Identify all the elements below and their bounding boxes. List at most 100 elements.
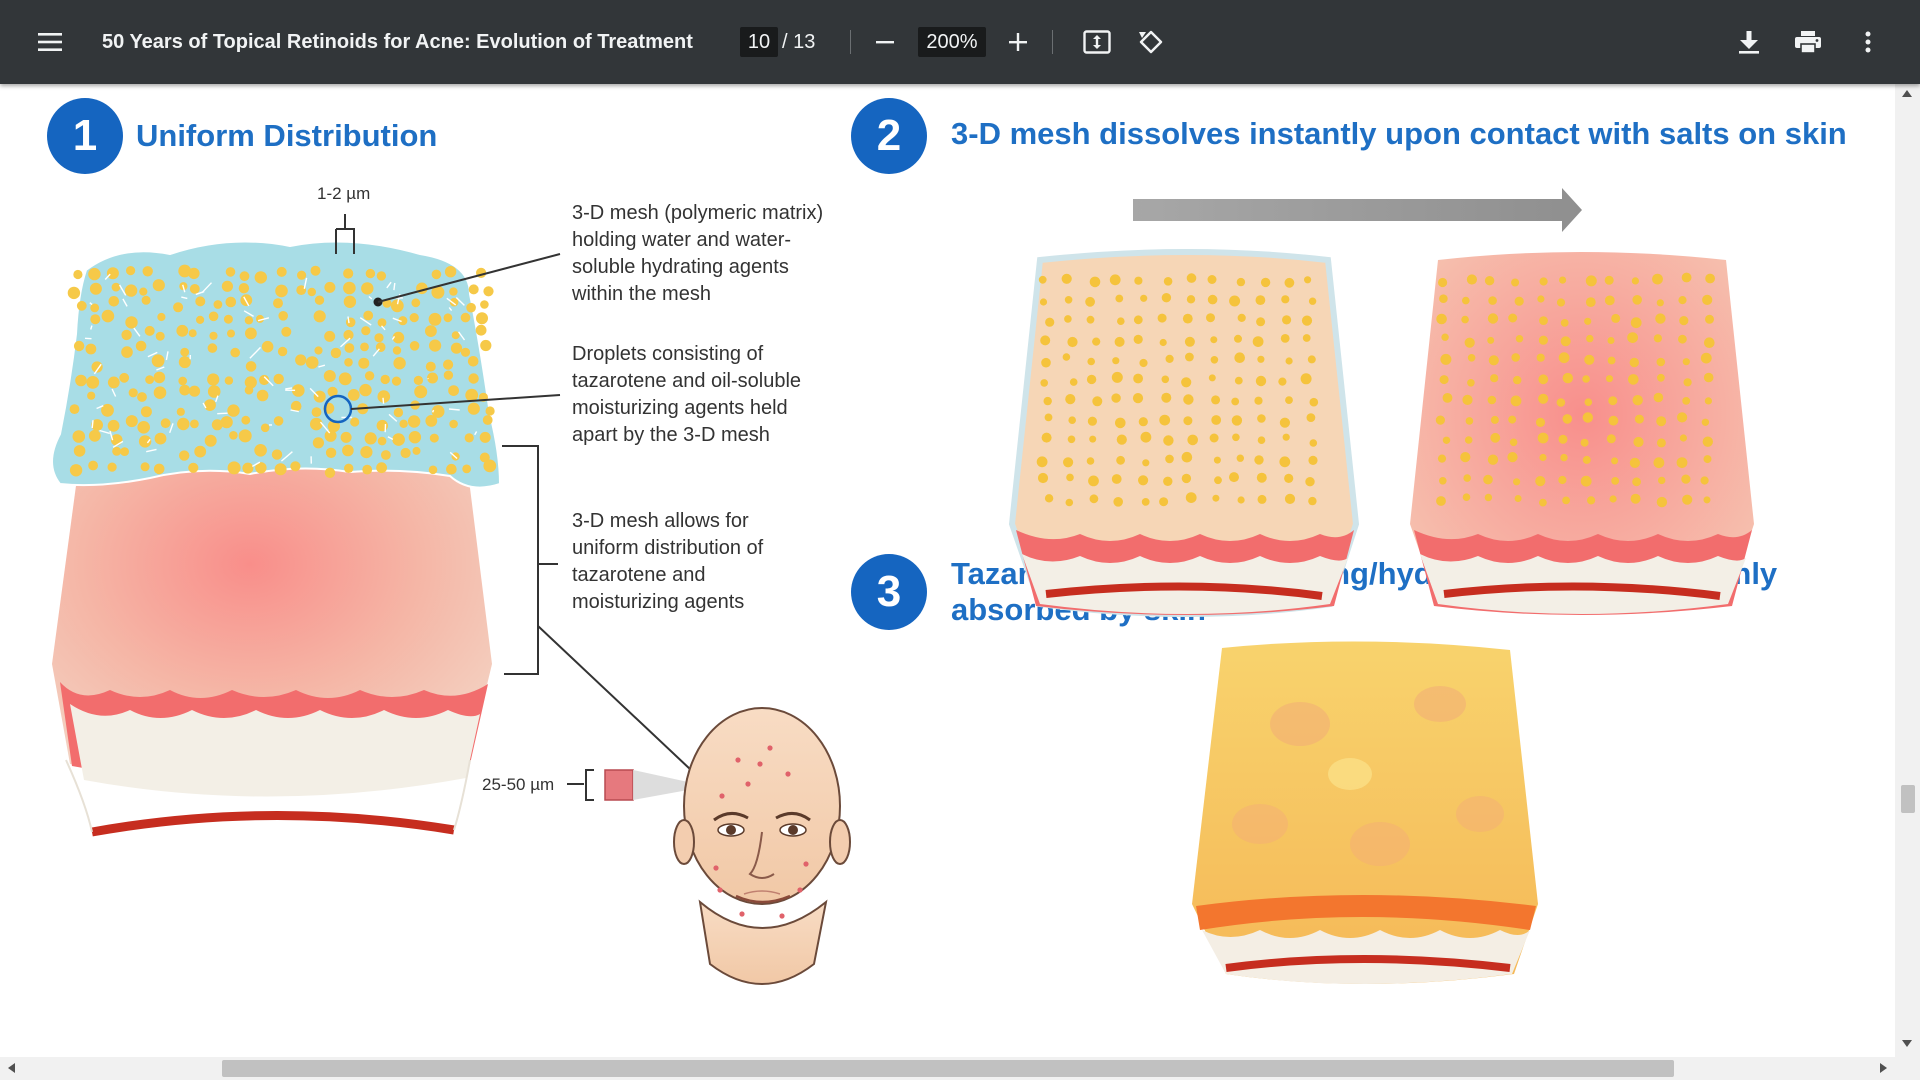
mesh-droplet <box>177 417 190 431</box>
mesh-droplet <box>119 372 130 383</box>
mesh-droplet <box>90 303 100 313</box>
more-options-button[interactable] <box>1844 18 1892 66</box>
mesh-droplet <box>223 314 233 324</box>
mesh-droplet <box>140 462 150 472</box>
droplet <box>1062 353 1071 361</box>
droplet <box>1065 394 1076 405</box>
mesh-droplet <box>398 316 408 326</box>
droplet <box>1538 335 1548 345</box>
mesh-droplet <box>429 433 439 443</box>
droplet <box>1109 274 1121 286</box>
mesh-strand <box>392 317 402 323</box>
skin-edge <box>65 759 471 833</box>
download-button[interactable] <box>1725 18 1773 66</box>
droplet <box>1209 433 1219 443</box>
zoom-out-button[interactable] <box>861 18 909 66</box>
mesh-strand <box>263 376 274 387</box>
print-button[interactable] <box>1784 18 1832 66</box>
droplet <box>1211 415 1222 425</box>
mesh-droplet <box>101 403 114 417</box>
distribution-bracket <box>502 445 558 675</box>
mesh-droplet <box>342 444 354 457</box>
droplet <box>1163 476 1173 486</box>
mesh-description-line: soluble hydrating agents <box>572 256 789 278</box>
mesh-droplet <box>91 361 103 373</box>
acne-spot <box>767 745 773 751</box>
mesh-droplet <box>125 415 138 428</box>
scroll-up-arrow-icon[interactable] <box>1902 90 1912 97</box>
droplet <box>1089 276 1101 288</box>
mesh-strand <box>257 317 270 322</box>
mesh-droplet <box>362 464 373 475</box>
droplet <box>1181 377 1192 388</box>
mesh-droplet <box>271 449 283 460</box>
mesh-droplet <box>188 329 197 338</box>
mesh-strand <box>280 451 293 462</box>
menu-button[interactable] <box>26 18 74 66</box>
mesh-strand <box>91 420 94 429</box>
mesh-droplet <box>204 434 217 447</box>
droplet <box>1609 495 1617 503</box>
rotate-button[interactable] <box>1127 18 1175 66</box>
document-title: 50 Years of Topical Retinoids for Acne: … <box>102 31 693 53</box>
mesh-droplet <box>480 339 492 352</box>
vertical-scroll-thumb[interactable] <box>1901 785 1915 813</box>
mesh-droplet <box>314 346 323 355</box>
mesh-droplet <box>358 357 370 369</box>
droplet <box>1309 397 1319 407</box>
droplet <box>1703 496 1711 504</box>
droplet <box>1284 277 1295 288</box>
droplet <box>1704 397 1712 405</box>
droplet <box>1653 334 1662 343</box>
mesh-droplet <box>72 430 86 443</box>
zoom-level-input[interactable]: 200% <box>918 27 986 57</box>
mesh-strand <box>182 284 186 293</box>
mesh-droplet <box>460 312 471 323</box>
mesh-droplet <box>324 281 336 293</box>
droplet <box>1513 478 1521 486</box>
mesh-description-line: holding water and water- <box>572 229 792 251</box>
mesh-droplet <box>468 373 479 384</box>
scroll-down-arrow-icon[interactable] <box>1902 1040 1912 1047</box>
scroll-right-arrow-icon[interactable] <box>1880 1063 1887 1073</box>
droplet <box>1702 294 1713 305</box>
document-viewport[interactable]: 1 Uniform Distribution 2 3-D mesh dissol… <box>0 84 1895 1057</box>
mesh-strand <box>251 461 261 468</box>
droplet <box>1683 378 1692 387</box>
mesh-droplet <box>365 268 376 279</box>
droplet <box>1285 357 1293 365</box>
fit-to-page-button[interactable] <box>1073 18 1121 66</box>
droplet <box>1116 434 1127 445</box>
mesh-droplet <box>460 347 471 357</box>
droplet <box>1069 378 1078 386</box>
droplet <box>1279 456 1291 468</box>
droplet <box>1036 456 1048 468</box>
skin-lower-layer <box>1443 582 1721 600</box>
mesh-droplet <box>276 266 287 277</box>
mesh-droplet <box>467 402 480 415</box>
mesh-strand <box>156 366 165 371</box>
droplet <box>1439 375 1449 385</box>
droplet <box>1513 375 1522 385</box>
droplet <box>1138 475 1149 486</box>
horizontal-scroll-thumb[interactable] <box>222 1060 1674 1077</box>
droplet <box>1308 297 1317 305</box>
zoom-in-button[interactable] <box>994 18 1042 66</box>
droplet <box>1582 375 1590 383</box>
mesh-droplet <box>343 268 354 279</box>
scroll-left-arrow-icon[interactable] <box>8 1063 15 1073</box>
skin-block-2b <box>1410 252 1754 615</box>
droplet <box>1511 278 1520 287</box>
mesh-droplet <box>324 429 337 442</box>
mesh-droplet <box>313 310 326 323</box>
mesh-droplet <box>227 329 235 338</box>
mesh-strand <box>217 412 228 415</box>
droplet <box>1232 433 1240 442</box>
droplet <box>1043 396 1052 406</box>
page-number-input[interactable]: 10 <box>740 27 778 57</box>
vertical-scrollbar[interactable] <box>1895 84 1920 1057</box>
pdf-page: 1 Uniform Distribution 2 3-D mesh dissol… <box>0 84 1895 1057</box>
mesh-droplet <box>480 300 489 309</box>
droplet <box>1705 273 1715 284</box>
mesh-droplet <box>188 267 200 280</box>
